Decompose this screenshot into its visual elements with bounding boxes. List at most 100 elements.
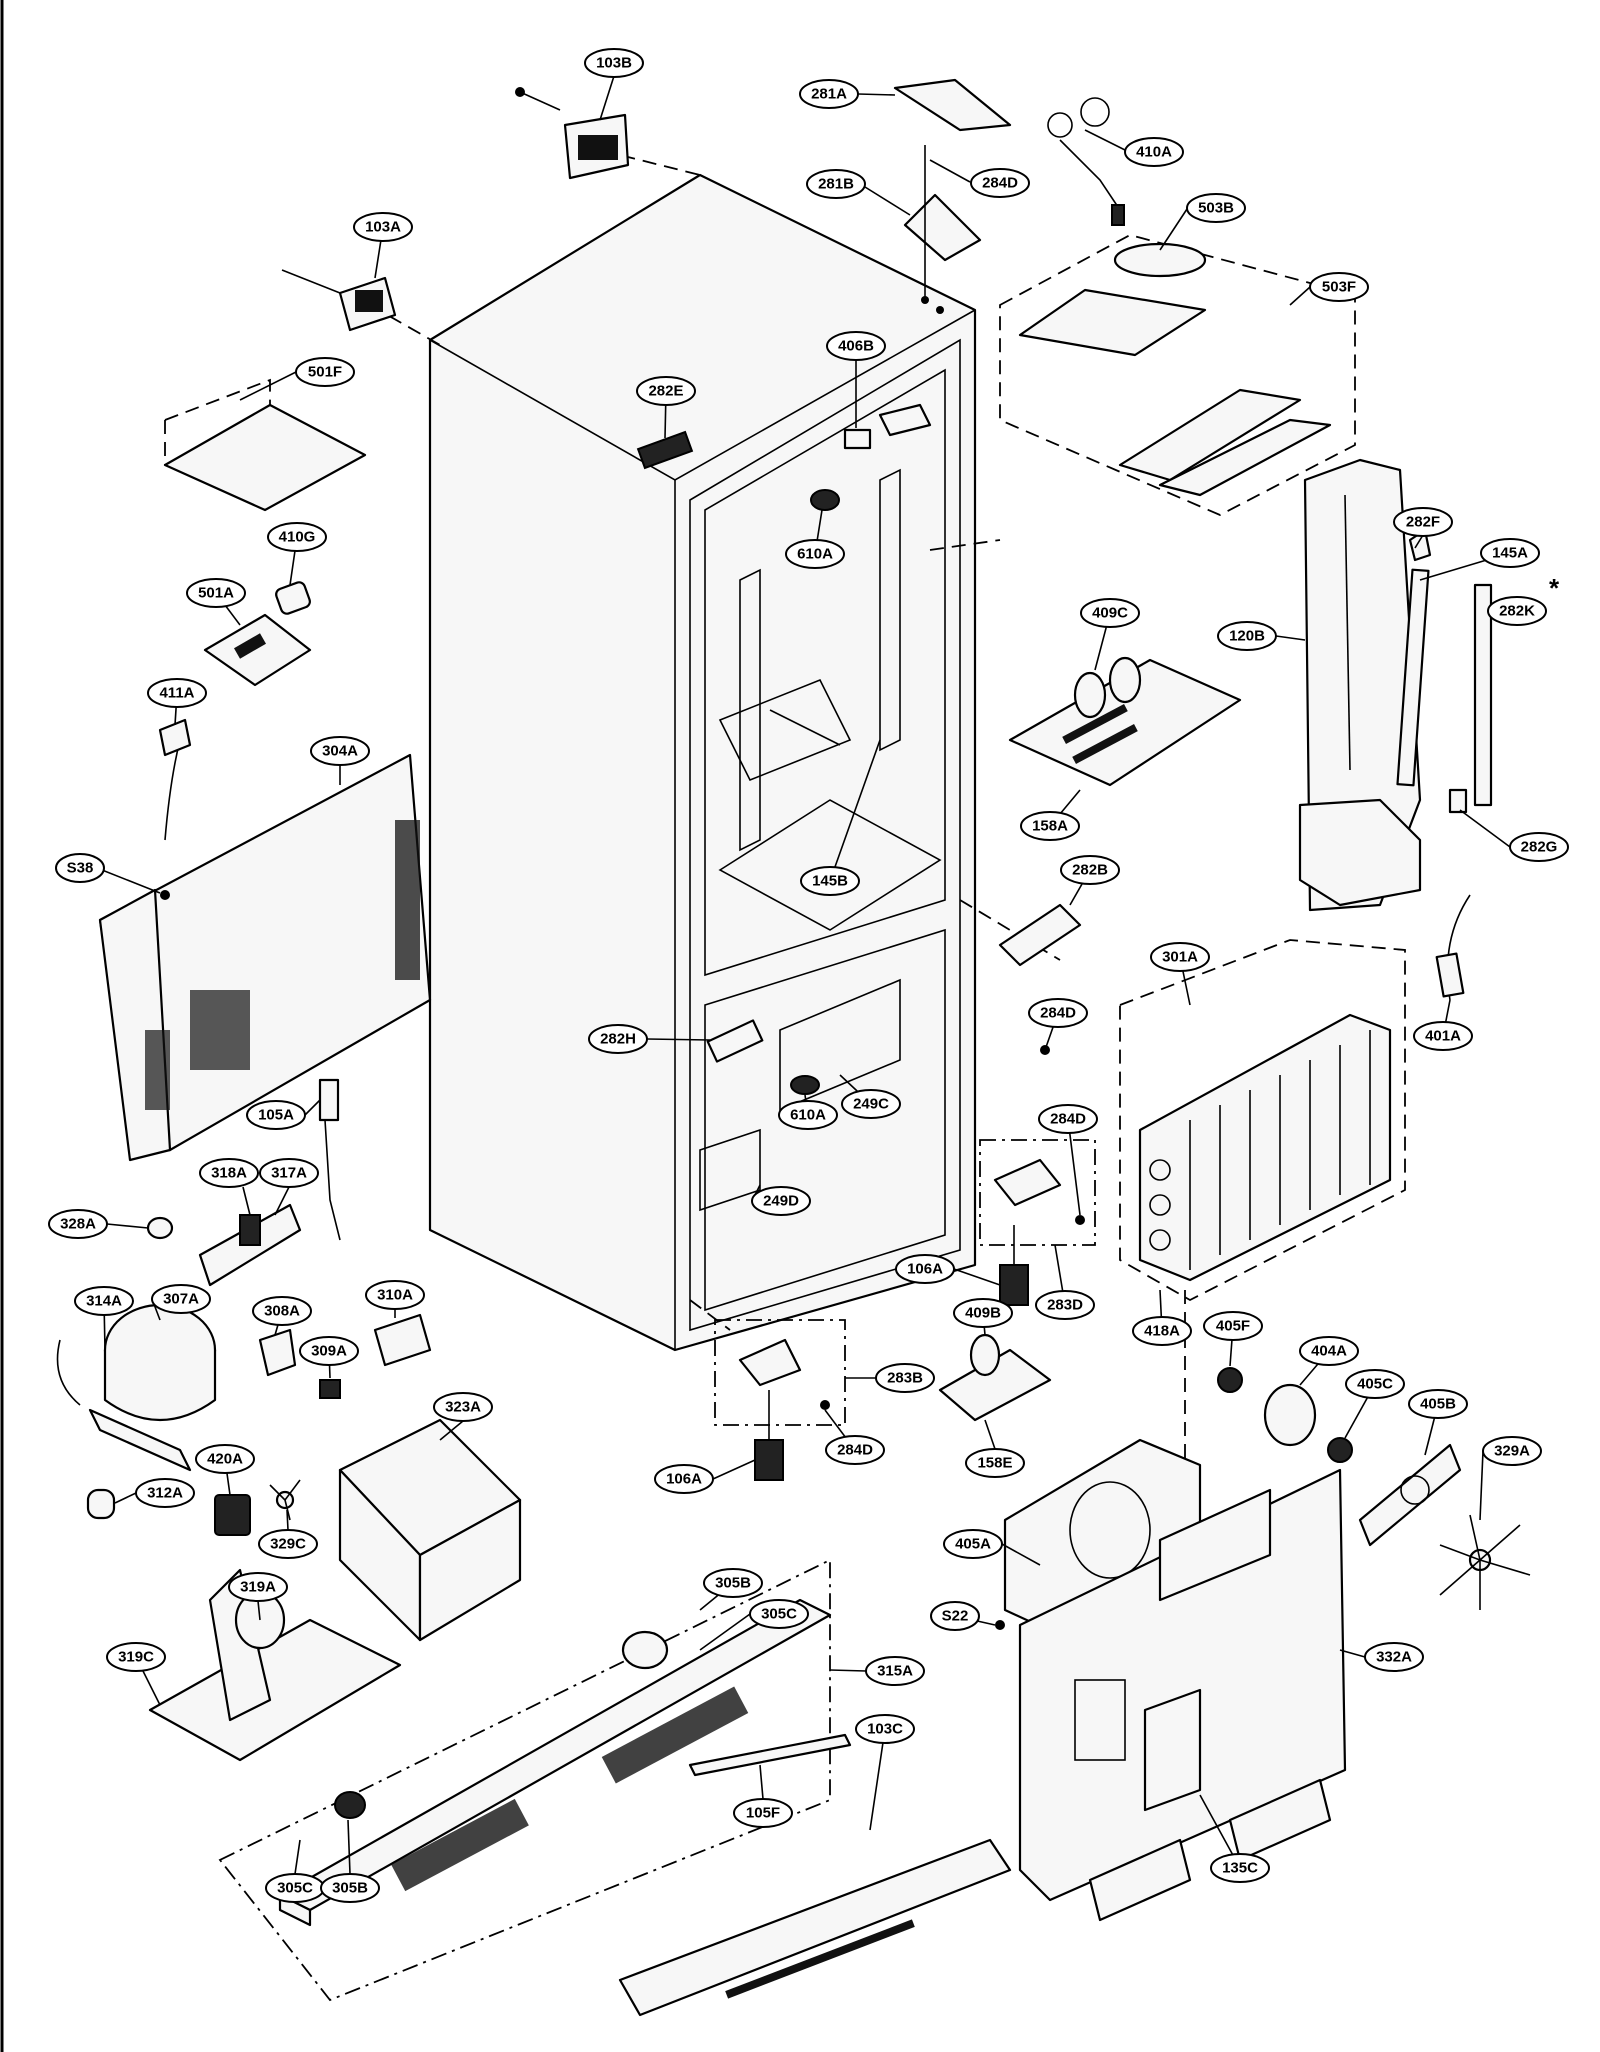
- part-301A-evaporator: [1119, 939, 1406, 1302]
- callout-249D: 249D: [751, 1186, 811, 1216]
- callout-106A-left: 106A: [654, 1464, 714, 1494]
- svg-text:319C: 319C: [118, 1649, 154, 1666]
- part-332A-evaporator-cover: [1018, 1468, 1347, 1922]
- callout-301A: 301A: [1150, 942, 1210, 972]
- callout-282G: 282G: [1509, 832, 1569, 862]
- svg-text:105F: 105F: [746, 1805, 780, 1822]
- svg-text:401A: 401A: [1425, 1028, 1461, 1045]
- main-cabinet: [428, 173, 977, 1352]
- callout-503B: 503B: [1186, 193, 1246, 223]
- callout-158A: 158A: [1020, 811, 1080, 841]
- svg-text:145B: 145B: [812, 873, 848, 890]
- part-283B-hinge: [714, 1319, 846, 1426]
- asterisk-282K: *: [1549, 573, 1560, 603]
- svg-text:106A: 106A: [907, 1261, 943, 1278]
- part-282K-rail: [1473, 583, 1493, 807]
- svg-text:410A: 410A: [1136, 144, 1172, 161]
- callout-309A: 309A: [299, 1336, 359, 1366]
- svg-text:120B: 120B: [1229, 628, 1265, 645]
- svg-text:105A: 105A: [258, 1107, 294, 1124]
- svg-text:610A: 610A: [790, 1107, 826, 1124]
- svg-text:158A: 158A: [1032, 818, 1068, 835]
- callout-310A: 310A: [365, 1280, 425, 1310]
- part-312A-spacer: [86, 1488, 116, 1520]
- svg-text:501F: 501F: [308, 364, 342, 381]
- callout-501F: 501F: [295, 357, 355, 387]
- svg-text:315A: 315A: [877, 1663, 913, 1680]
- callout-315A: 315A: [865, 1656, 925, 1686]
- callout-103B: 103B: [584, 48, 644, 78]
- callout-282B: 282B: [1060, 855, 1120, 885]
- part-420A-fan-motor: [214, 1494, 251, 1536]
- callout-405C: 405C: [1345, 1369, 1405, 1399]
- svg-text:329C: 329C: [270, 1536, 306, 1553]
- part-328A-grommet: [146, 1216, 174, 1240]
- svg-text:284D: 284D: [1040, 1005, 1076, 1022]
- part-329C-fan-blade: [269, 1479, 301, 1521]
- svg-text:103A: 103A: [365, 219, 401, 236]
- callout-319C: 319C: [106, 1642, 166, 1672]
- svg-text:319A: 319A: [240, 1579, 276, 1596]
- part-410G-socket: [275, 581, 311, 615]
- callout-249C: 249C: [841, 1089, 901, 1119]
- svg-text:405C: 405C: [1357, 1376, 1393, 1393]
- part-406B-switch: [843, 403, 932, 450]
- part-281A-hinge-cover: [893, 78, 1012, 132]
- callout-405B: 405B: [1408, 1389, 1468, 1419]
- part-282B-bracket: [998, 903, 1082, 967]
- callout-405A: 405A: [943, 1529, 1003, 1559]
- callout-503F: 503F: [1309, 272, 1369, 302]
- callout-418A: 418A: [1132, 1316, 1192, 1346]
- part-281B-hinge: [903, 145, 982, 314]
- svg-text:305B: 305B: [332, 1880, 368, 1897]
- part-329A-fan: [1439, 1514, 1531, 1610]
- callout-305C-bottom: 305C: [265, 1873, 325, 1903]
- part-410A-harness: [1047, 97, 1125, 226]
- callout-332A: 332A: [1364, 1642, 1424, 1672]
- part-282G-clip: [1448, 788, 1468, 814]
- svg-text:328A: 328A: [60, 1216, 96, 1233]
- part-405B-bracket: [1358, 1443, 1462, 1547]
- part-315A-base-plate: [218, 1558, 832, 2002]
- svg-text:249C: 249C: [853, 1096, 889, 1113]
- part-411A-power-cord: [158, 718, 192, 841]
- svg-text:145A: 145A: [1492, 545, 1528, 562]
- screw-284D-lower: [820, 1400, 830, 1410]
- callout-284D-lower: 284D: [825, 1435, 885, 1465]
- part-310A-relay: [373, 1313, 432, 1367]
- callout-610A-lower: 610A: [778, 1100, 838, 1130]
- part-405F-ring: [1217, 1367, 1243, 1393]
- svg-text:106A: 106A: [666, 1471, 702, 1488]
- part-282H-plate: [706, 1019, 764, 1063]
- callout-323A: 323A: [433, 1392, 493, 1422]
- part-610A-lower: [790, 1075, 820, 1095]
- callout-308A: 308A: [252, 1296, 312, 1326]
- svg-text:282G: 282G: [1521, 839, 1558, 856]
- svg-text:284D: 284D: [982, 175, 1018, 192]
- svg-text:282E: 282E: [648, 383, 683, 400]
- svg-text:406B: 406B: [838, 338, 874, 355]
- callout-S22: S22: [930, 1601, 980, 1631]
- callout-105A: 105A: [246, 1100, 306, 1130]
- callout-145A: 145A: [1480, 538, 1540, 568]
- svg-text:284D: 284D: [837, 1442, 873, 1459]
- svg-text:405B: 405B: [1420, 1396, 1456, 1413]
- part-120B-duct: [1298, 458, 1422, 912]
- svg-text:323A: 323A: [445, 1399, 481, 1416]
- callout-120B: 120B: [1217, 621, 1277, 651]
- callout-328A: 328A: [48, 1209, 108, 1239]
- svg-text:405A: 405A: [955, 1536, 991, 1553]
- svg-text:317A: 317A: [271, 1165, 307, 1182]
- svg-text:312A: 312A: [147, 1485, 183, 1502]
- screw-S22: [995, 1620, 1005, 1630]
- part-503B-503F-control: [999, 234, 1356, 516]
- svg-text:318A: 318A: [211, 1165, 247, 1182]
- svg-text:283D: 283D: [1047, 1297, 1083, 1314]
- part-405C-ring: [1327, 1437, 1353, 1463]
- part-409C-bulbs: [1073, 656, 1142, 719]
- svg-text:305B: 305B: [715, 1575, 751, 1592]
- callout-314A: 314A: [74, 1286, 134, 1316]
- callout-409B: 409B: [953, 1298, 1013, 1328]
- svg-text:S22: S22: [942, 1608, 969, 1625]
- part-610A-upper: [810, 489, 840, 511]
